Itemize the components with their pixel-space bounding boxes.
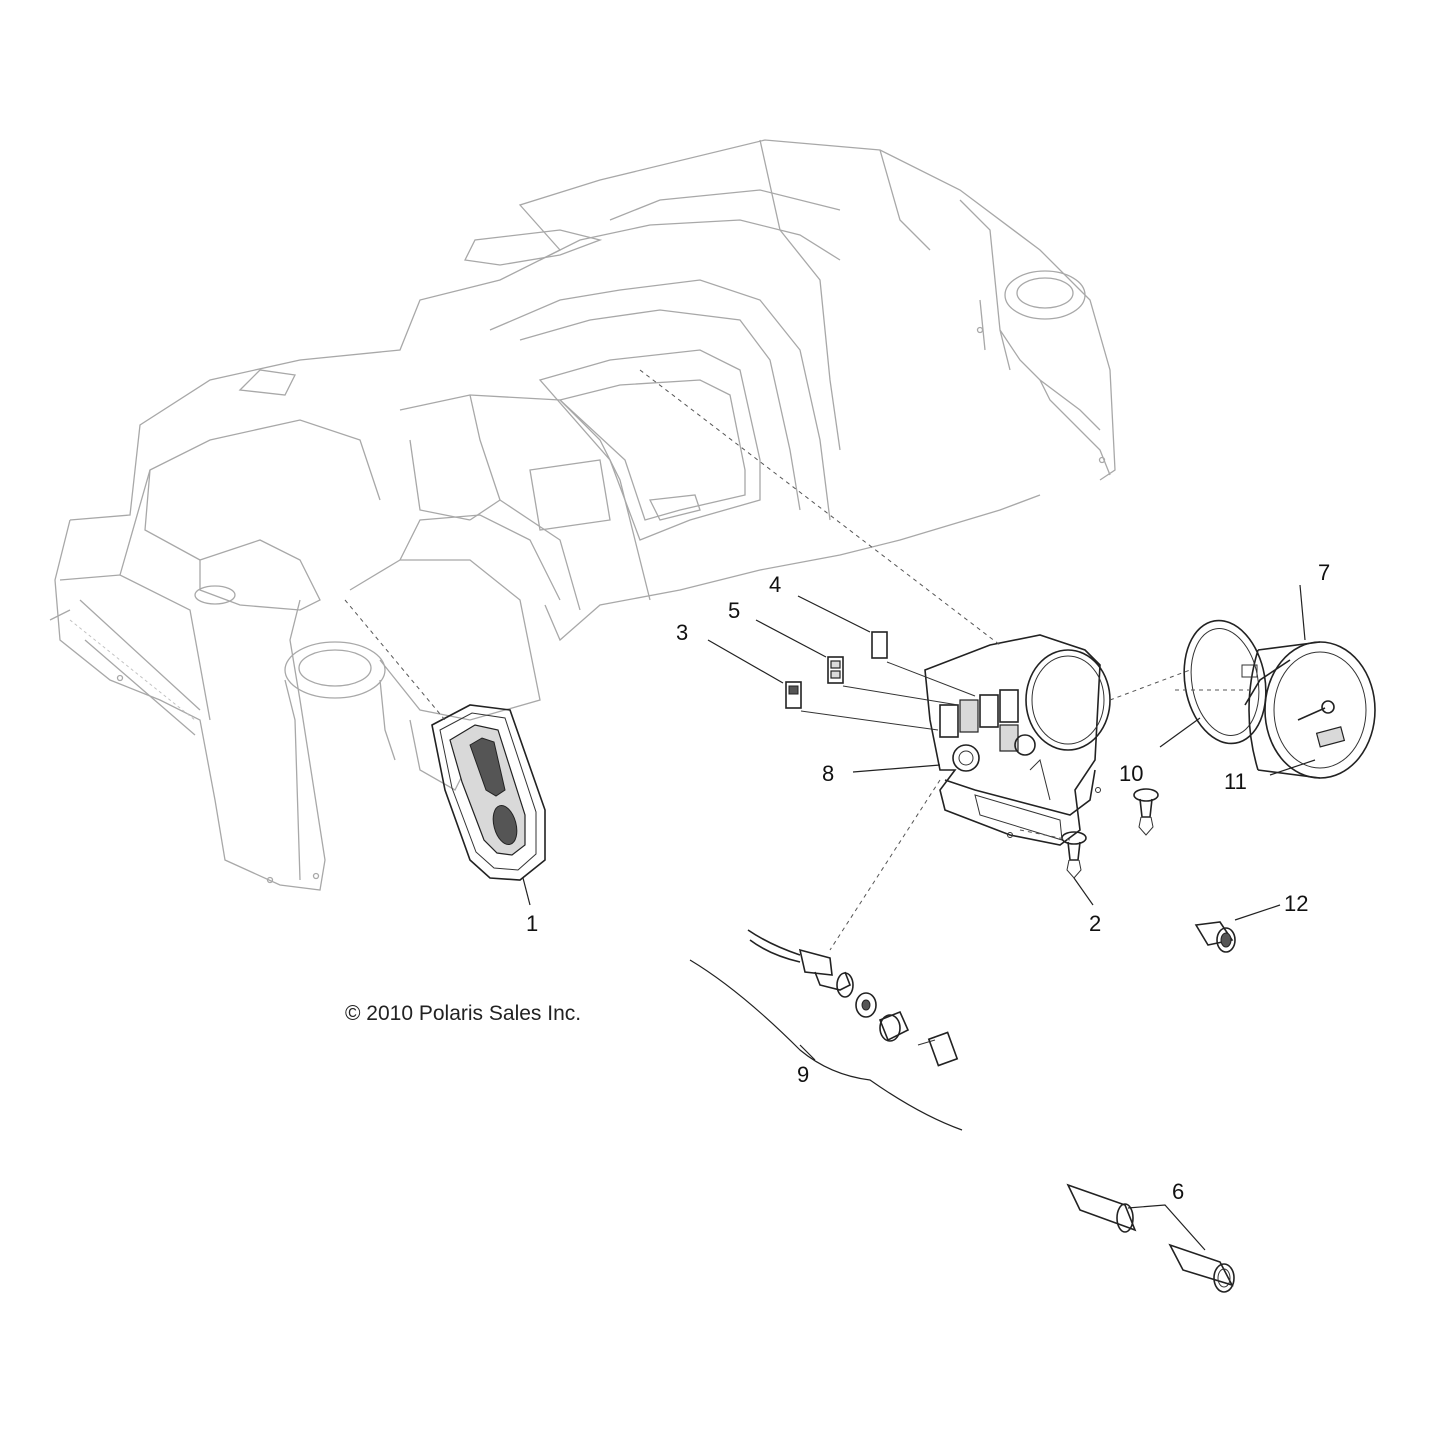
part-3-switch <box>707 639 939 731</box>
callout-6: 6 <box>1172 1179 1184 1204</box>
part-7-11-speedometer <box>1241 584 1376 779</box>
callout-4: 4 <box>769 572 781 597</box>
callout-1: 1 <box>526 911 538 936</box>
callout-11: 11 <box>1224 769 1247 794</box>
rivet-b <box>1133 788 1159 836</box>
callout-12: 12 <box>1284 891 1308 916</box>
part-2-push-rivets <box>1061 788 1159 906</box>
part-10-bezel <box>1159 619 1267 748</box>
assembly-lines <box>344 369 1255 951</box>
dashboard-body <box>49 139 1116 891</box>
callout-8: 8 <box>822 761 834 786</box>
rivet-a <box>1061 831 1087 879</box>
part-1-console-insert <box>431 704 546 906</box>
callout-labels: 1 2 3 4 5 6 7 8 9 10 11 12 <box>526 560 1330 1204</box>
leader-8 <box>852 764 941 773</box>
switch-windows <box>939 689 1019 752</box>
part-12-indicator-light <box>1194 904 1281 953</box>
callout-7: 7 <box>1318 560 1330 585</box>
callout-3: 3 <box>676 620 688 645</box>
part-6-socket <box>1066 1183 1235 1293</box>
part-5-switch <box>755 619 959 706</box>
callout-10: 10 <box>1119 761 1143 786</box>
part-9-ignition-switch <box>689 929 963 1131</box>
callout-2: 2 <box>1089 911 1101 936</box>
callout-5: 5 <box>728 598 740 623</box>
callout-9: 9 <box>797 1062 809 1087</box>
copyright-notice: © 2010 Polaris Sales Inc. <box>345 1002 581 1025</box>
part-8-instrument-panel <box>924 634 1111 846</box>
part-4-plug <box>797 595 976 697</box>
